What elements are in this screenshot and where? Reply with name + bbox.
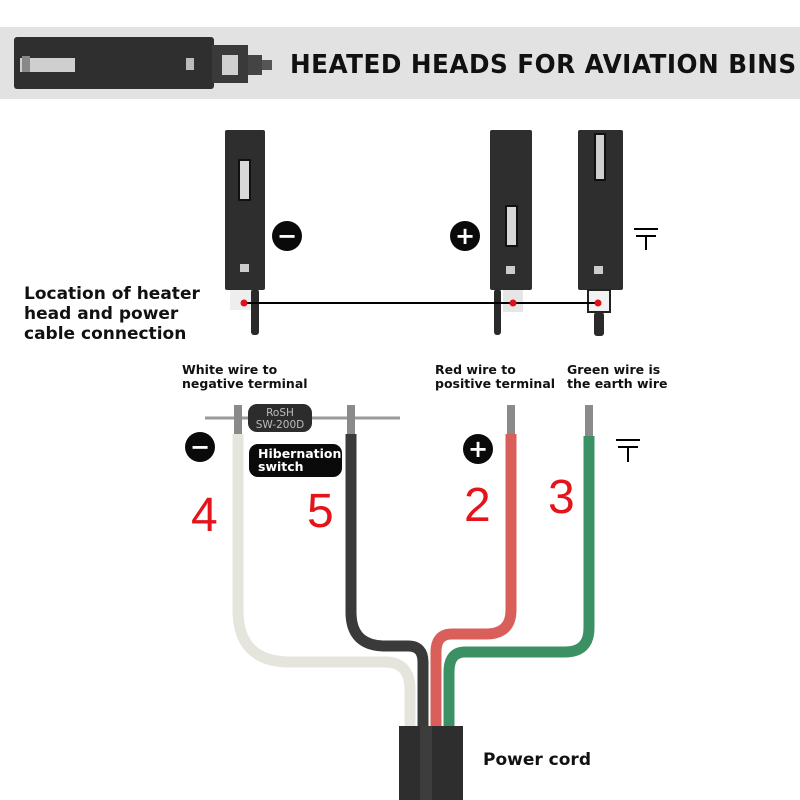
banner-heater-head-icon (14, 37, 272, 89)
connection-dot-earth (594, 299, 602, 307)
green-wire (443, 436, 595, 728)
white-wire-stripped-end (234, 405, 242, 435)
white-wire-caption: White wire to negative terminal (182, 363, 308, 391)
green-wire-caption-line-2: the earth wire (567, 376, 668, 391)
resistor-label-2: SW-200D (256, 419, 305, 431)
hibernation-label-line-2: switch (258, 459, 304, 474)
red-wire-stripped-end (507, 405, 515, 435)
wire-number-green: 3 (548, 471, 575, 524)
heater-head-negative (225, 130, 265, 335)
wire-number-white: 4 (191, 489, 218, 542)
red-wire (430, 434, 517, 728)
banner-title: HEATED HEADS FOR AVIATION BINS (290, 50, 797, 80)
plus-icon: + (450, 221, 480, 251)
minus-icon-lower: − (185, 432, 215, 462)
white-wire-caption-line-2: negative terminal (182, 376, 308, 391)
heater-head-earth (578, 130, 623, 336)
ground-icon-lower (616, 439, 640, 462)
white-wire-edge (232, 434, 416, 728)
power-cord-highlight (420, 726, 432, 800)
connection-dot-negative (240, 299, 248, 307)
green-wire-caption: Green wire is the earth wire (567, 363, 667, 391)
black-wire-stripped-end (347, 405, 355, 435)
white-wire (232, 434, 416, 728)
wire-number-red: 2 (464, 479, 491, 532)
hibernation-label-line-1: Hibernation (258, 446, 342, 461)
red-wire-caption-line-1: Red wire to (435, 362, 516, 377)
green-wire-stripped-end (585, 405, 593, 437)
power-cord-label: Power cord (483, 750, 591, 770)
green-wire-caption-line-1: Green wire is (567, 362, 661, 377)
white-wire-caption-line-1: White wire to (182, 362, 278, 377)
red-wire-caption-line-2: positive terminal (435, 376, 556, 391)
resistor: RoSH SW-200D (248, 404, 312, 432)
black-wire (345, 434, 429, 728)
ground-icon (634, 228, 658, 250)
location-caption-line-3: cable connection (24, 324, 187, 344)
location-caption: Location of heater head and power cable … (24, 284, 200, 344)
location-caption-line-2: head and power (24, 304, 179, 324)
resistor-label-1: RoSH (266, 407, 294, 419)
minus-icon: − (272, 221, 302, 251)
red-wire-caption: Red wire to positive terminal (435, 363, 555, 391)
location-caption-line-1: Location of heater (24, 284, 200, 304)
plus-icon-lower: + (463, 434, 493, 464)
wire-number-black: 5 (307, 485, 334, 538)
connection-dot-positive (509, 299, 517, 307)
hibernation-switch-label: Hibernation switch (249, 444, 342, 477)
